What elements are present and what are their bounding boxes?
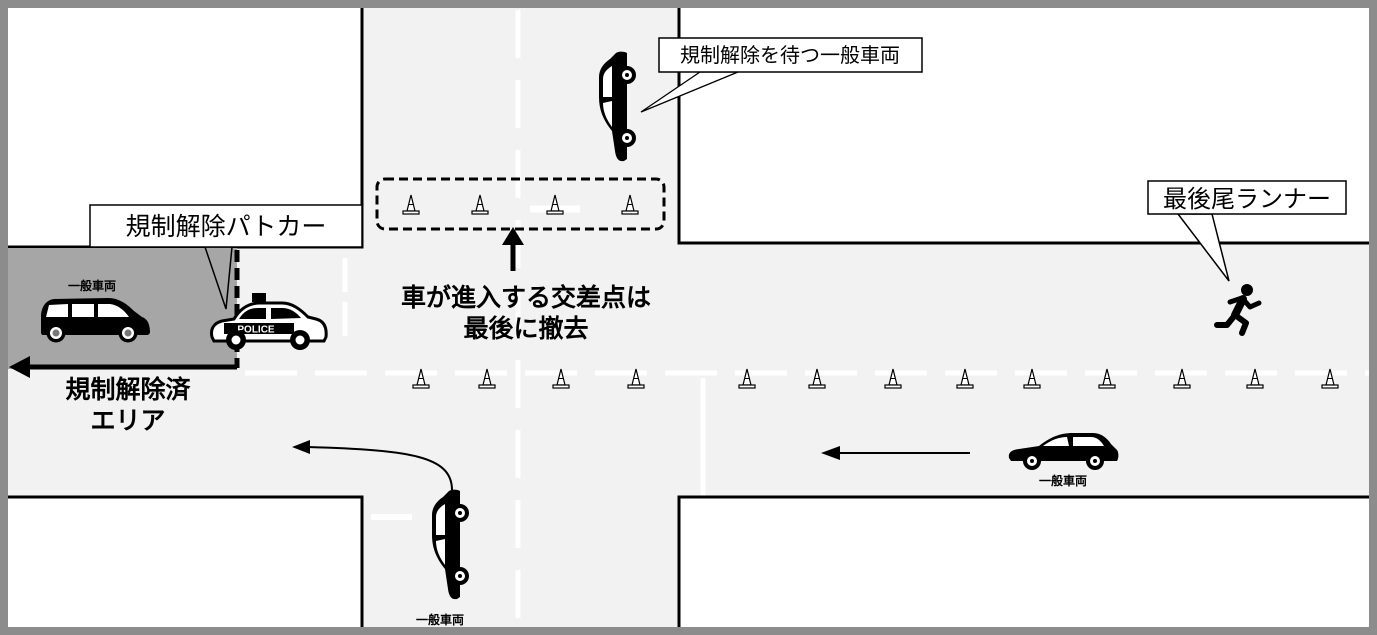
turn-left-arrow-icon xyxy=(292,440,453,491)
intersection-note-line1: 車が進入する交差点は xyxy=(401,283,651,312)
block-bottom-right xyxy=(679,497,1369,627)
vehicle-label: 一般車両 xyxy=(68,278,116,293)
intersection-note-line2: 最後に撤去 xyxy=(463,314,588,343)
sedan-icon xyxy=(599,51,636,162)
left-arrow-icon xyxy=(821,446,970,460)
callout-waiting-vehicle: 規制解除を待つ一般車両 xyxy=(640,37,923,113)
block-bottom-left xyxy=(8,497,362,627)
runner-icon xyxy=(1214,284,1262,336)
sedan-icon xyxy=(1008,433,1119,470)
cleared-area-label-line1: 規制解除済 xyxy=(65,375,191,404)
callout-label: 最後尾ランナー xyxy=(1163,185,1331,213)
curb-bottom-left xyxy=(8,495,364,627)
callout-label: 規制解除を待つ一般車両 xyxy=(680,43,900,67)
callout-box xyxy=(89,204,363,248)
sedan-icon xyxy=(432,489,469,600)
vehicle-label: 一般車両 xyxy=(1039,473,1087,488)
up-arrow-icon xyxy=(502,227,524,271)
callout-box xyxy=(658,37,923,73)
callout-patrol-car: 規制解除パトカー xyxy=(89,204,363,310)
minivan-icon xyxy=(41,298,150,343)
cleared-area-label-line2: エリア xyxy=(90,406,165,435)
callout-last-runner: 最後尾ランナー xyxy=(1147,180,1347,282)
city-blocks xyxy=(8,8,1369,627)
cleared-area-arrow-icon xyxy=(9,356,237,378)
curb-bottom-right xyxy=(677,495,1369,627)
police-badge: POLICE xyxy=(237,325,275,336)
barrier-outline xyxy=(375,177,666,231)
police-car-icon: POLICE xyxy=(210,293,328,350)
callout-label: 規制解除パトカー xyxy=(126,212,327,241)
callout-box xyxy=(1147,180,1347,215)
intersection-barrier xyxy=(375,177,666,231)
vehicle-label: 一般車両 xyxy=(416,612,464,627)
